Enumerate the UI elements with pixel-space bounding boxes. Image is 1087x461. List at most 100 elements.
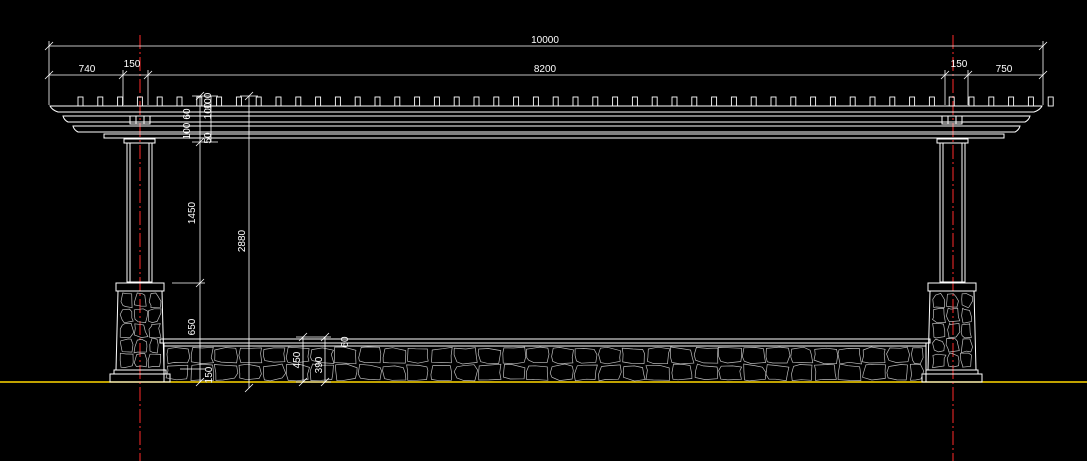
stone [960, 323, 972, 339]
stone [947, 322, 961, 339]
joist-end [572, 96, 579, 107]
stone [931, 308, 946, 323]
stone [213, 364, 239, 381]
stone [148, 323, 162, 339]
stone [133, 292, 147, 307]
stonework-pattern [119, 292, 973, 382]
joist-end [473, 96, 480, 107]
stone [862, 363, 886, 381]
joist-end [552, 96, 559, 107]
stone [742, 347, 767, 364]
joist-end [711, 96, 718, 107]
stone [886, 364, 908, 381]
joist-end [889, 96, 896, 107]
joist-end [790, 96, 797, 107]
stone [932, 292, 945, 308]
joist-end [156, 96, 163, 107]
joist-end [631, 96, 638, 107]
joist-end [97, 96, 104, 107]
dim-left-overhang: 740 [79, 64, 96, 75]
dim-stack-100a: 100 [203, 92, 214, 109]
joist-end [513, 96, 520, 107]
joist-end [1047, 96, 1054, 107]
joist-end [750, 96, 757, 107]
stone [837, 363, 862, 381]
stone [133, 308, 149, 323]
stone [621, 347, 645, 364]
joist-end [592, 96, 599, 107]
stone [598, 346, 621, 365]
beam-connectors [129, 115, 963, 125]
stone [310, 347, 335, 364]
stone [262, 363, 287, 382]
joist-end [295, 96, 302, 107]
stone [148, 292, 162, 308]
joist-end [968, 96, 975, 107]
roof-joists [77, 96, 1054, 107]
joist-end [770, 96, 777, 107]
stone [791, 364, 813, 381]
stone [190, 346, 215, 364]
stone [718, 365, 743, 381]
joist-end [453, 96, 460, 107]
joist-end [988, 96, 995, 107]
stone [598, 364, 622, 382]
stone [119, 322, 135, 338]
stone [119, 352, 134, 368]
dim-right-overhang: 750 [996, 64, 1013, 75]
stone [406, 364, 429, 381]
joist-end [315, 96, 322, 107]
stone [717, 347, 743, 364]
joist-end [394, 96, 401, 107]
stone [477, 348, 502, 364]
dim-stack-50: 50 [203, 132, 214, 144]
stone [133, 353, 148, 368]
dim-right-post: 150 [951, 59, 968, 70]
joist-end [117, 96, 124, 107]
stone [911, 347, 924, 365]
stone [743, 363, 767, 382]
stone [526, 346, 550, 364]
joist-end [354, 96, 361, 107]
joist-end [829, 96, 836, 107]
stone [430, 365, 452, 382]
joist-end [730, 96, 737, 107]
stone [119, 308, 134, 324]
stone [165, 364, 189, 381]
stone [945, 293, 959, 308]
joist-end [849, 96, 856, 107]
stone [147, 353, 162, 368]
stone [765, 346, 791, 364]
stone [263, 347, 286, 363]
joist-end [810, 96, 817, 107]
dim-total-2880: 2880 [237, 229, 248, 252]
stone [574, 348, 598, 364]
stone [946, 307, 961, 323]
stone [765, 364, 790, 382]
stone [526, 365, 549, 381]
dim-stack-100c: 100 [182, 122, 193, 139]
joist-end [216, 96, 223, 107]
stone [837, 348, 862, 365]
stone [961, 338, 973, 354]
joist-end [334, 96, 341, 107]
vertical-dimensions [172, 91, 331, 393]
joist-end [1027, 96, 1034, 107]
joist-end [612, 96, 619, 107]
stone [148, 308, 162, 323]
stone [909, 363, 925, 381]
stone [407, 347, 429, 364]
dim-span: 8200 [534, 64, 557, 75]
stone [886, 346, 910, 363]
dim-stack-100b: 100 [203, 102, 214, 119]
joist-end [77, 96, 84, 107]
stone [932, 338, 945, 353]
stone [573, 364, 598, 382]
stone [149, 337, 159, 354]
stone [120, 292, 133, 309]
joist-end [1008, 96, 1015, 107]
joist-end [532, 96, 539, 107]
left-column [123, 138, 156, 283]
stone [960, 352, 972, 368]
stone [358, 346, 382, 364]
